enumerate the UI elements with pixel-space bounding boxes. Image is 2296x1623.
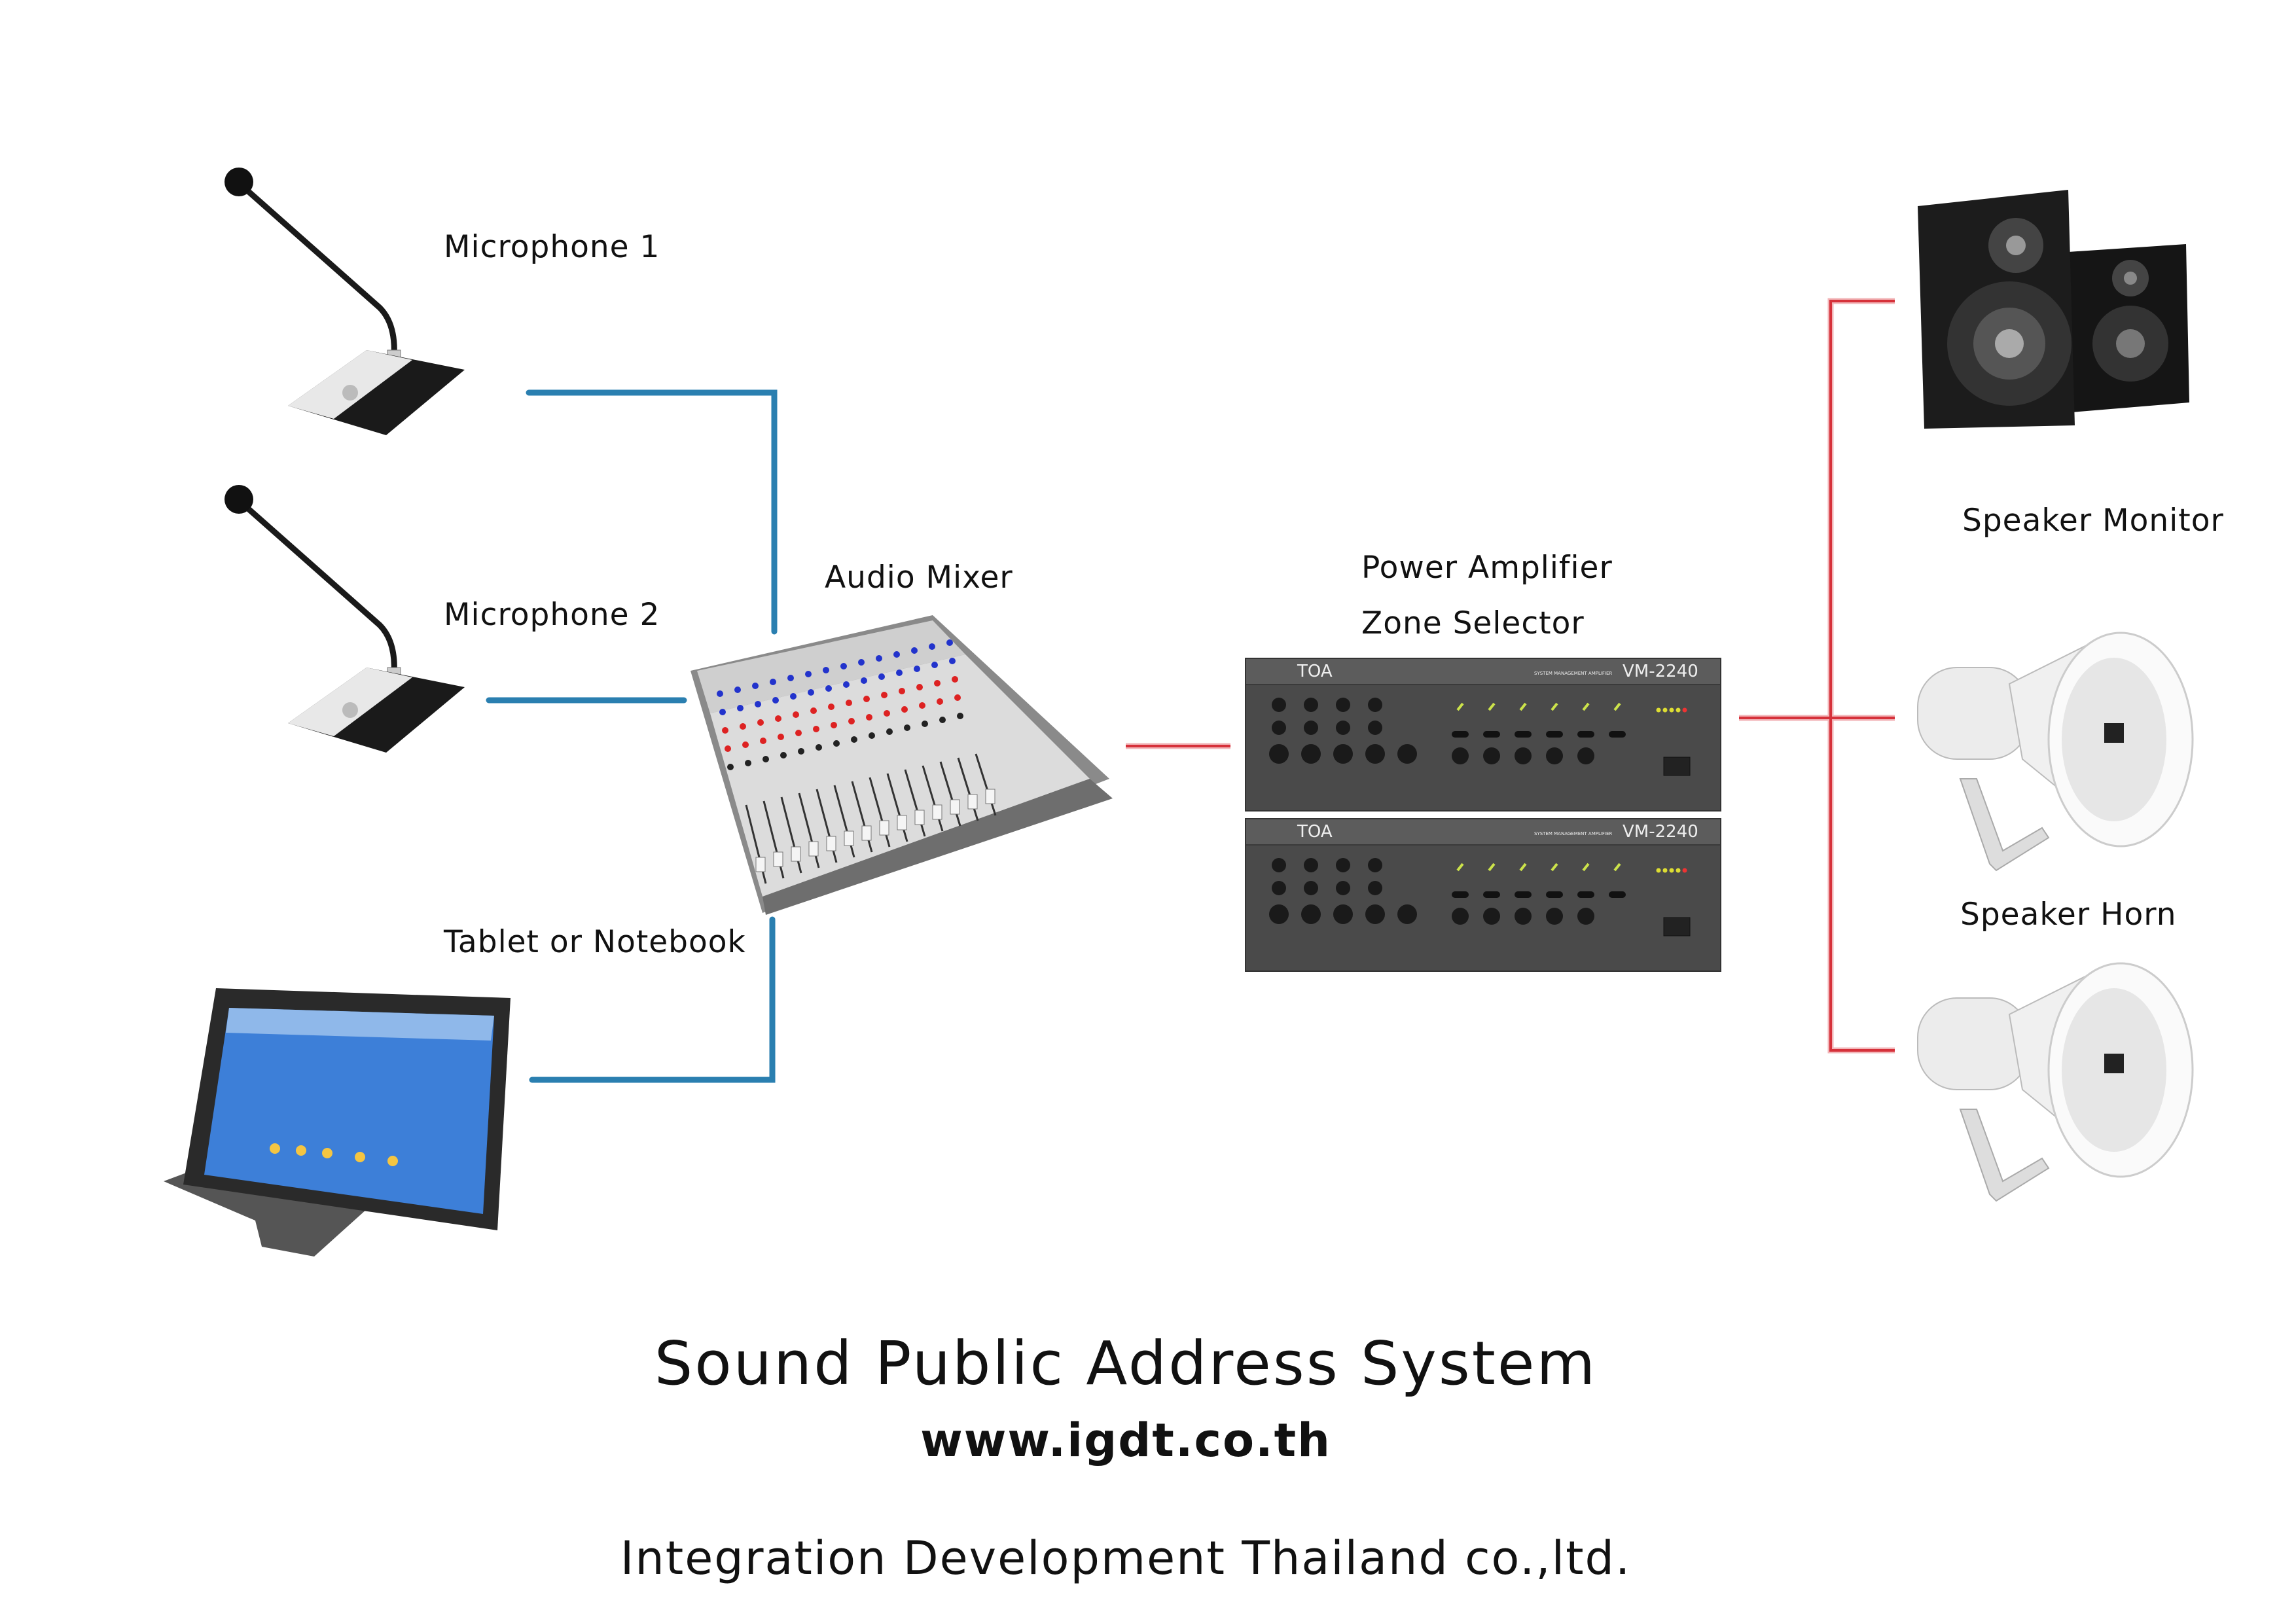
- mixer-channel-strip: [752, 683, 802, 874]
- mixer-channel-strip: [770, 679, 820, 868]
- knob: [1368, 698, 1382, 712]
- knob: [1304, 698, 1318, 712]
- audio-mixer-image: [691, 615, 1113, 915]
- knob: [1333, 904, 1353, 924]
- zone-button: [1577, 891, 1594, 898]
- mixer-channel-strip: [805, 671, 855, 858]
- power-amplifier-label: Power Amplifier: [1361, 550, 1613, 586]
- microphone-1-label: Microphone 1: [444, 229, 660, 265]
- amp-model: VM-2240: [1623, 822, 1698, 842]
- knob: [1272, 858, 1286, 872]
- knob: [1336, 858, 1350, 872]
- zone-knob: [1452, 747, 1469, 764]
- diagram-title: Sound Public Address System: [654, 1329, 1598, 1399]
- amp-subtitle: SYSTEM MANAGEMENT AMPLIFIER: [1534, 671, 1613, 676]
- mixer-channel-strip: [893, 651, 944, 832]
- tablet-image: [164, 988, 511, 1257]
- mixer-channel-strip: [823, 667, 873, 853]
- knob: [1397, 744, 1417, 764]
- zone-knob: [1546, 908, 1563, 925]
- zone-button: [1452, 731, 1469, 738]
- mixer-channel-strip: [876, 655, 926, 837]
- knob: [1272, 881, 1286, 895]
- zone-knob: [1546, 747, 1563, 764]
- knob: [1269, 744, 1289, 764]
- knob: [1336, 698, 1350, 712]
- zone-button: [1452, 891, 1469, 898]
- zone-button: [1546, 891, 1563, 898]
- mixer-channel-strip: [840, 663, 891, 847]
- knob: [1368, 858, 1382, 872]
- zone-knob: [1515, 747, 1532, 764]
- tablet-label: Tablet or Notebook: [444, 924, 746, 960]
- zone-button: [1483, 731, 1500, 738]
- mixer-channel-strip: [929, 643, 979, 821]
- zone-button: [1609, 731, 1626, 738]
- zone-button: [1515, 731, 1532, 738]
- speaker-horn-label: Speaker Horn: [1960, 897, 2177, 933]
- zone-button: [1546, 731, 1563, 738]
- zone-knob: [1483, 908, 1500, 925]
- knob: [1301, 904, 1321, 924]
- zone-knob: [1452, 908, 1469, 925]
- amp-brand: TOA: [1297, 662, 1333, 681]
- knob: [1304, 721, 1318, 735]
- power-amplifier-unit-1: TOA SYSTEM MANAGEMENT AMPLIFIER VM-2240: [1245, 658, 1721, 812]
- zone-knob: [1515, 908, 1532, 925]
- mixer-channel-strip: [734, 687, 785, 879]
- amp-subtitle: SYSTEM MANAGEMENT AMPLIFIER: [1534, 831, 1613, 836]
- zone-selector-label: Zone Selector: [1361, 605, 1585, 641]
- zone-knob: [1577, 908, 1594, 925]
- zone-knob: [1483, 747, 1500, 764]
- speaker-horn-2-image: [1917, 962, 2194, 1202]
- zone-knob: [1577, 747, 1594, 764]
- speaker-horn-1-image: [1917, 632, 2194, 872]
- mixer-channel-strip: [858, 659, 908, 842]
- knob: [1272, 698, 1286, 712]
- wire-speaker-bus: [1829, 300, 1895, 1052]
- zone-button: [1609, 891, 1626, 898]
- audio-mixer-label: Audio Mixer: [825, 560, 1013, 596]
- mixer-channel-strip: [787, 675, 838, 863]
- knob: [1365, 904, 1385, 924]
- knob: [1368, 721, 1382, 735]
- mixer-channel-strip: [946, 639, 997, 816]
- website-link[interactable]: www.igdt.co.th: [920, 1414, 1331, 1467]
- microphone-2-image: [224, 485, 465, 753]
- speaker-monitor-image: [1918, 190, 2189, 429]
- mixer-channel-strip: [717, 690, 767, 884]
- wire-tablet-to-mixer: [529, 916, 776, 1083]
- company-name: Integration Development Thailand co.,ltd…: [620, 1531, 1632, 1585]
- microphone-2-label: Microphone 2: [444, 597, 660, 633]
- zone-button: [1577, 731, 1594, 738]
- mixer-channel-strip: [911, 647, 961, 827]
- wire-mic1-to-mixer: [526, 389, 778, 635]
- knob: [1397, 904, 1417, 924]
- knob: [1272, 721, 1286, 735]
- knob: [1333, 744, 1353, 764]
- knob: [1336, 721, 1350, 735]
- power-button: [1663, 757, 1691, 776]
- microphone-1-image: [224, 168, 465, 435]
- knob: [1336, 881, 1350, 895]
- knob: [1304, 881, 1318, 895]
- amp-brand: TOA: [1297, 822, 1333, 842]
- knob: [1365, 744, 1385, 764]
- knob: [1301, 744, 1321, 764]
- knob: [1269, 904, 1289, 924]
- power-button: [1663, 917, 1691, 936]
- knob: [1304, 858, 1318, 872]
- power-amplifier-unit-2: TOA SYSTEM MANAGEMENT AMPLIFIER VM-2240: [1245, 818, 1721, 972]
- speaker-monitor-label: Speaker Monitor: [1962, 503, 2224, 539]
- amp-model: VM-2240: [1623, 662, 1698, 681]
- knob: [1368, 881, 1382, 895]
- zone-button: [1515, 891, 1532, 898]
- zone-button: [1483, 891, 1500, 898]
